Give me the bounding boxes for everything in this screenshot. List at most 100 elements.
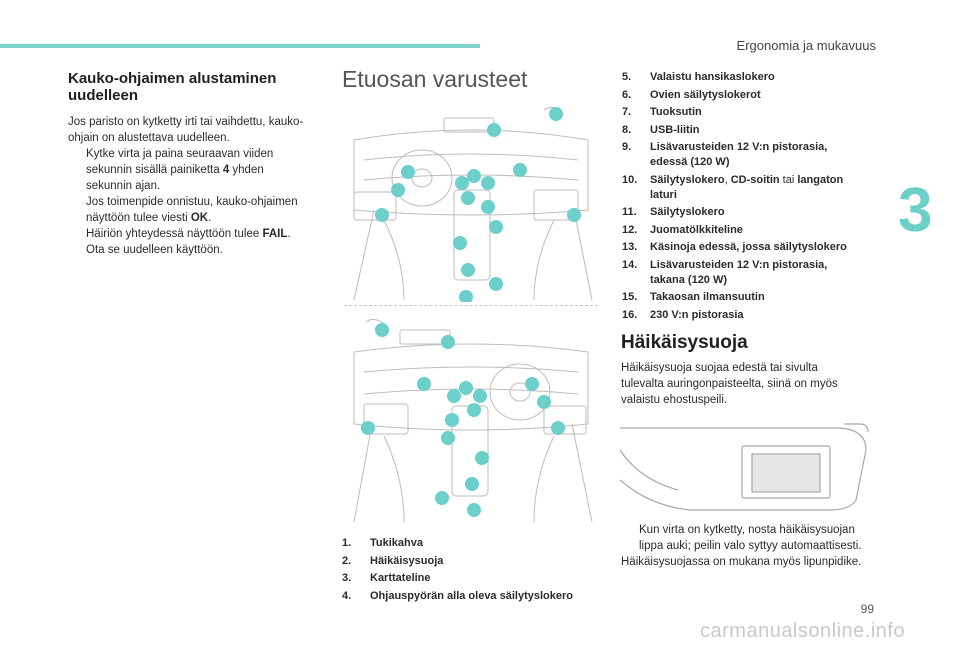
list-item: 9. Lisävarusteiden 12 V:n pistorasia, edes… bbox=[622, 140, 882, 170]
item-label-line: takana (120 W) bbox=[650, 273, 728, 286]
item-number: 2. bbox=[342, 554, 352, 567]
list-item: 16. 230 V:n pistorasia bbox=[622, 308, 882, 323]
item-label: Ovien säilytyslokerot bbox=[650, 88, 761, 101]
visor-text-line: Häikäisysuoja suojaa edestä tai sivulta bbox=[621, 362, 818, 374]
list-item: 11.Säilytyslokero bbox=[622, 205, 882, 220]
sun-visor-text: Häikäisysuoja suojaa edestä tai sivulta … bbox=[621, 360, 881, 408]
list-item: 5.Valaistu hansikaslokero bbox=[622, 70, 882, 85]
item-label: Karttateline bbox=[370, 572, 431, 584]
list-item: 4.Ohjauspyörän alla oleva säilytyslokero bbox=[342, 589, 612, 604]
item-number: 12. bbox=[622, 223, 638, 236]
ok-message: OK bbox=[190, 212, 209, 224]
item-label-line: Lisävarusteiden 12 V:n pistorasia, bbox=[650, 141, 828, 153]
front-equipment-heading: Etuosan varusteet bbox=[342, 66, 528, 92]
item-label: Ohjauspyörän alla oleva säilytyslokero bbox=[370, 589, 573, 602]
remote-reset-heading-line2: uudelleen bbox=[68, 87, 139, 104]
visor-note-line: Häikäisysuojassa on mukana myös lipunpid… bbox=[621, 556, 862, 568]
step-1-line: Kytke virta ja paina seuraavan viiden bbox=[86, 148, 274, 160]
remote-reset-section: Kauko-ohjaimen alustaminen uudelleen Jos… bbox=[68, 70, 324, 258]
item-number: 16. bbox=[622, 308, 638, 321]
chapter-number: 3 bbox=[898, 176, 933, 245]
item-number: 7. bbox=[622, 106, 632, 118]
item-label-part: laturi bbox=[650, 188, 677, 201]
page-number: 99 bbox=[860, 602, 874, 616]
item-number: 15. bbox=[622, 291, 638, 303]
item-label: Käsinoja edessä, jossa säilytyslokero bbox=[650, 241, 847, 253]
item-label-part: Säilytyslokero bbox=[650, 173, 725, 186]
item-label: Tuoksutin bbox=[650, 106, 702, 118]
list-item: 14. Lisävarusteiden 12 V:n pistorasia, tak… bbox=[622, 258, 882, 288]
item-number: 9. bbox=[622, 141, 632, 153]
step-1-text: näyttöön tulee viesti bbox=[86, 212, 191, 224]
callout-markers bbox=[375, 107, 581, 302]
item-label: Häikäisysuoja bbox=[370, 554, 444, 567]
item-label: Tukikahva bbox=[370, 537, 423, 549]
intro-line: ohjain on alustettava uudelleen. bbox=[68, 132, 230, 144]
item-label-line: edessä (120 W) bbox=[650, 156, 730, 168]
step-1-line: näyttöön tulee viesti OK. bbox=[86, 210, 324, 226]
section-title: Ergonomia ja mukavuus bbox=[736, 38, 876, 53]
visor-text-line: tulevalta auringonpaisteelta, siinä on m… bbox=[621, 378, 838, 390]
item-label: Takaosan ilmansuutin bbox=[650, 291, 765, 303]
step-1: Kytke virta ja paina seuraavan viiden se… bbox=[68, 146, 324, 242]
item-number: 6. bbox=[622, 88, 632, 101]
list-item: 13.Käsinoja edessä, jossa säilytyslokero bbox=[622, 240, 882, 255]
step-2: Ota se uudelleen käyttöön. bbox=[68, 242, 324, 258]
sun-visor-heading: Häikäisysuoja bbox=[621, 332, 748, 353]
item-label: USB-liitin bbox=[650, 123, 700, 136]
item-label: Säilytyslokero, CD-soitin tai langaton la… bbox=[650, 173, 882, 203]
step-1-text: sekunnin sisällä painiketta bbox=[86, 164, 223, 176]
list-item: 7. Tuoksutin bbox=[622, 105, 882, 120]
item-label: 230 V:n pistorasia bbox=[650, 308, 744, 321]
item-number: 11. bbox=[622, 206, 637, 218]
sun-visor-illustration bbox=[620, 423, 869, 511]
step-1-line: sekunnin ajan. bbox=[86, 180, 161, 192]
item-number: 8. bbox=[622, 123, 632, 136]
callout-markers bbox=[361, 323, 565, 517]
list-item: 10. Säilytyslokero, CD-soitin tai langato… bbox=[622, 173, 882, 203]
item-label: Valaistu hansikaslokero bbox=[650, 71, 775, 83]
button-4-ref: 4 bbox=[222, 164, 230, 176]
step-1-text: . bbox=[208, 212, 212, 224]
list-item: 8. USB-liitin bbox=[622, 123, 882, 138]
list-item: 15. Takaosan ilmansuutin bbox=[622, 290, 882, 305]
list-item: 12. Juomatölkkiteline bbox=[622, 223, 882, 238]
step-1-text: . bbox=[287, 228, 291, 240]
step-1-text: yhden bbox=[229, 164, 264, 176]
visor-note-line: lippa auki; peilin valo syttyy automaatt… bbox=[639, 540, 862, 552]
remote-reset-intro: Jos paristo on kytketty irti tai vaihdet… bbox=[68, 114, 324, 146]
watermark: carmanualsonline.info bbox=[700, 620, 906, 642]
front-equipment-list-b: 5.Valaistu hansikaslokero 6. Ovien säilyt… bbox=[622, 70, 882, 325]
item-label: Juomatölkkiteline bbox=[650, 223, 743, 236]
remote-reset-heading-line1: Kauko-ohjaimen alustaminen bbox=[68, 70, 277, 87]
item-label-part: CD-soitin bbox=[730, 173, 780, 186]
list-item: 6. Ovien säilytyslokerot bbox=[622, 88, 882, 103]
step-1-line: Jos toimenpide onnistuu, kauko-ohjaimen bbox=[86, 196, 298, 208]
cabin-diagram-lhd bbox=[344, 100, 598, 302]
item-number: 1. bbox=[342, 537, 352, 549]
visor-note-bullet: Kun virta on kytketty, nosta häikäisysuo… bbox=[621, 522, 883, 554]
item-label-part: , bbox=[724, 173, 731, 186]
step-2-line: Ota se uudelleen käyttöön. bbox=[86, 244, 223, 256]
fail-message: FAIL bbox=[262, 228, 288, 240]
step-1-text: Häiriön yhteydessä näyttöön tulee bbox=[86, 228, 263, 240]
item-label: Lisävarusteiden 12 V:n pistorasia, takana… bbox=[650, 258, 882, 288]
item-number: 14. bbox=[622, 258, 638, 271]
step-1-line: Häiriön yhteydessä näyttöön tulee FAIL. bbox=[86, 226, 324, 242]
header-accent-bar bbox=[0, 44, 480, 48]
front-equipment-list-a: 1. Tukikahva 2. Häikäisysuoja 3. Karttateli… bbox=[342, 536, 612, 606]
item-label-part: langaton bbox=[797, 173, 844, 186]
diagram-separator bbox=[344, 305, 598, 306]
visor-text-line: valaistu ehostuspeili. bbox=[621, 394, 728, 406]
list-item: 1. Tukikahva bbox=[342, 536, 612, 551]
list-item: 3. Karttateline bbox=[342, 571, 612, 586]
remote-reset-heading: Kauko-ohjaimen alustaminen uudelleen bbox=[68, 70, 324, 104]
item-label-part: tai bbox=[779, 173, 798, 186]
item-number: 10. bbox=[622, 173, 638, 186]
visor-note-line: Kun virta on kytketty, nosta häikäisysuo… bbox=[639, 524, 855, 536]
item-number: 3. bbox=[342, 572, 352, 584]
item-label-line: Lisävarusteiden 12 V:n pistorasia, bbox=[650, 258, 828, 271]
item-label: Lisävarusteiden 12 V:n pistorasia, edessä… bbox=[650, 140, 882, 170]
step-1-line: sekunnin sisällä painiketta 4 yhden bbox=[86, 162, 324, 178]
list-item: 2. Häikäisysuoja bbox=[342, 554, 612, 569]
